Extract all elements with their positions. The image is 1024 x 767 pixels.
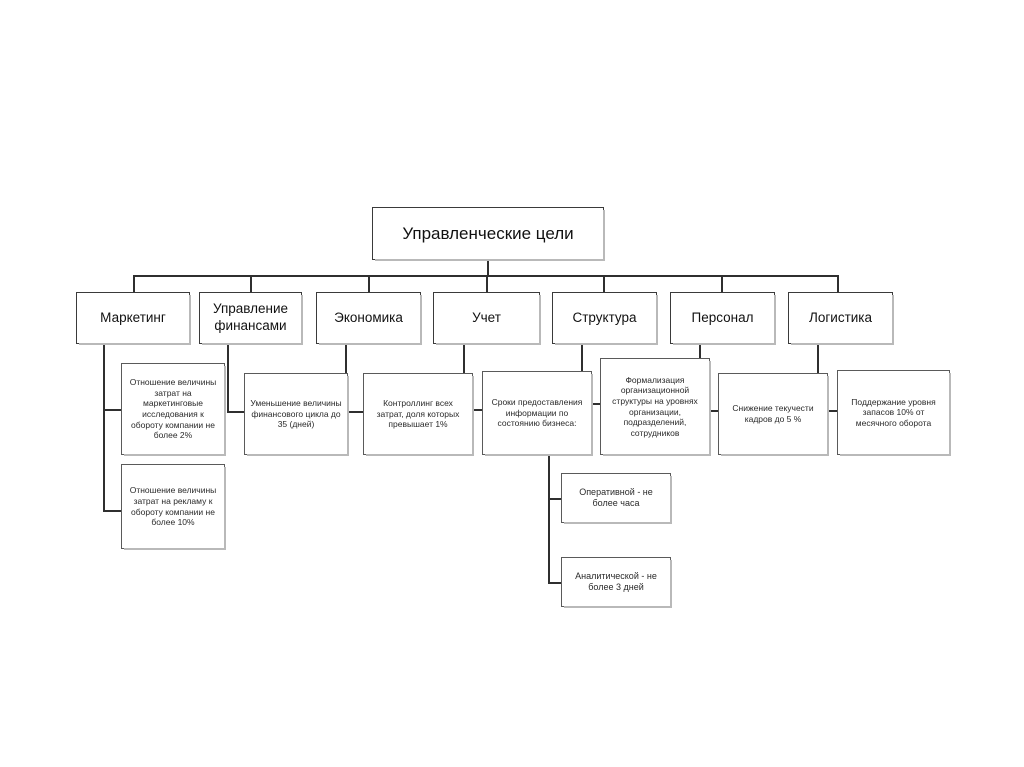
detail-label-marketing-research: Отношение величины затрат на маркетингов… — [129, 377, 217, 441]
detail-node-logistics-inventory[interactable]: Поддержание уровня запасов 10% от месячн… — [837, 370, 951, 456]
category-node-accounting[interactable]: Учет — [433, 292, 541, 345]
category-node-economics[interactable]: Экономика — [316, 292, 422, 345]
connector-accounting-detail-1 — [463, 409, 483, 411]
detail-node-accounting-terms[interactable]: Сроки предоставления информации по состо… — [482, 371, 593, 456]
detail-node-marketing-research[interactable]: Отношение величины затрат на маркетингов… — [121, 363, 226, 456]
subdetail-label-operational-info: Оперативной - не более часа — [579, 486, 653, 508]
connector-marketing-detail-2 — [103, 510, 122, 512]
category-label-personnel: Персонал — [691, 309, 754, 325]
connector-drop-structure — [603, 275, 605, 292]
connector-drop-accounting — [486, 275, 488, 292]
connector-accounting-sub-2 — [548, 582, 562, 584]
category-node-finance[interactable]: Управление финансами — [199, 292, 303, 345]
connector-finance-detail-1 — [227, 411, 245, 413]
category-node-personnel[interactable]: Персонал — [670, 292, 776, 345]
category-label-marketing: Маркетинг — [100, 309, 166, 325]
root-node-management-goals[interactable]: Управленческие цели — [372, 207, 605, 261]
category-node-marketing[interactable]: Маркетинг — [76, 292, 191, 345]
detail-node-economics-controlling[interactable]: Контроллинг всех затрат, доля которых пр… — [363, 373, 474, 456]
category-label-structure: Структура — [572, 309, 637, 325]
connector-drop-personnel — [721, 275, 723, 292]
category-node-logistics[interactable]: Логистика — [788, 292, 894, 345]
connector-drop-logistics — [837, 275, 839, 292]
category-label-logistics: Логистика — [808, 309, 873, 325]
detail-label-logistics-inventory: Поддержание уровня запасов 10% от месячн… — [851, 396, 936, 428]
detail-label-structure-formalization: Формализация организационной структуры н… — [612, 374, 698, 438]
detail-node-structure-formalization[interactable]: Формализация организационной структуры н… — [600, 358, 711, 456]
root-node-label: Управленческие цели — [402, 223, 574, 243]
detail-label-marketing-advertising: Отношение величины затрат на рекламу к о… — [129, 485, 217, 528]
detail-label-accounting-terms: Сроки предоставления информации по состо… — [491, 397, 583, 429]
connector-bus-horizontal — [133, 275, 837, 277]
category-label-finance: Управление финансами — [212, 301, 289, 333]
connector-drop-marketing — [133, 275, 135, 292]
category-label-accounting: Учет — [472, 309, 501, 325]
connector-accounting-sub-1 — [548, 498, 562, 500]
connector-economics-detail-1 — [345, 411, 364, 413]
connector-root-stem — [487, 260, 489, 276]
category-node-structure[interactable]: Структура — [552, 292, 658, 345]
connector-marketing-spine — [103, 344, 105, 511]
connector-drop-finance — [250, 275, 252, 292]
subdetail-node-analytical-info[interactable]: Аналитической - не более 3 дней — [561, 557, 672, 608]
connector-accounting-sub-spine — [548, 455, 550, 583]
detail-node-personnel-turnover[interactable]: Снижение текучести кадров до 5 % — [718, 373, 829, 456]
detail-label-finance-cycle: Уменьшение величины финансового цикла до… — [250, 398, 342, 430]
detail-label-economics-controlling: Контроллинг всех затрат, доля которых пр… — [376, 398, 460, 430]
detail-node-finance-cycle[interactable]: Уменьшение величины финансового цикла до… — [244, 373, 349, 456]
subdetail-node-operational-info[interactable]: Оперативной - не более часа — [561, 473, 672, 524]
connector-marketing-detail-1 — [103, 409, 122, 411]
subdetail-label-analytical-info: Аналитической - не более 3 дней — [575, 570, 657, 592]
category-label-economics: Экономика — [334, 309, 403, 325]
connector-drop-economics — [368, 275, 370, 292]
detail-node-marketing-advertising[interactable]: Отношение величины затрат на рекламу к о… — [121, 464, 226, 550]
detail-label-personnel-turnover: Снижение текучести кадров до 5 % — [732, 403, 814, 424]
connector-finance-spine — [227, 344, 229, 413]
